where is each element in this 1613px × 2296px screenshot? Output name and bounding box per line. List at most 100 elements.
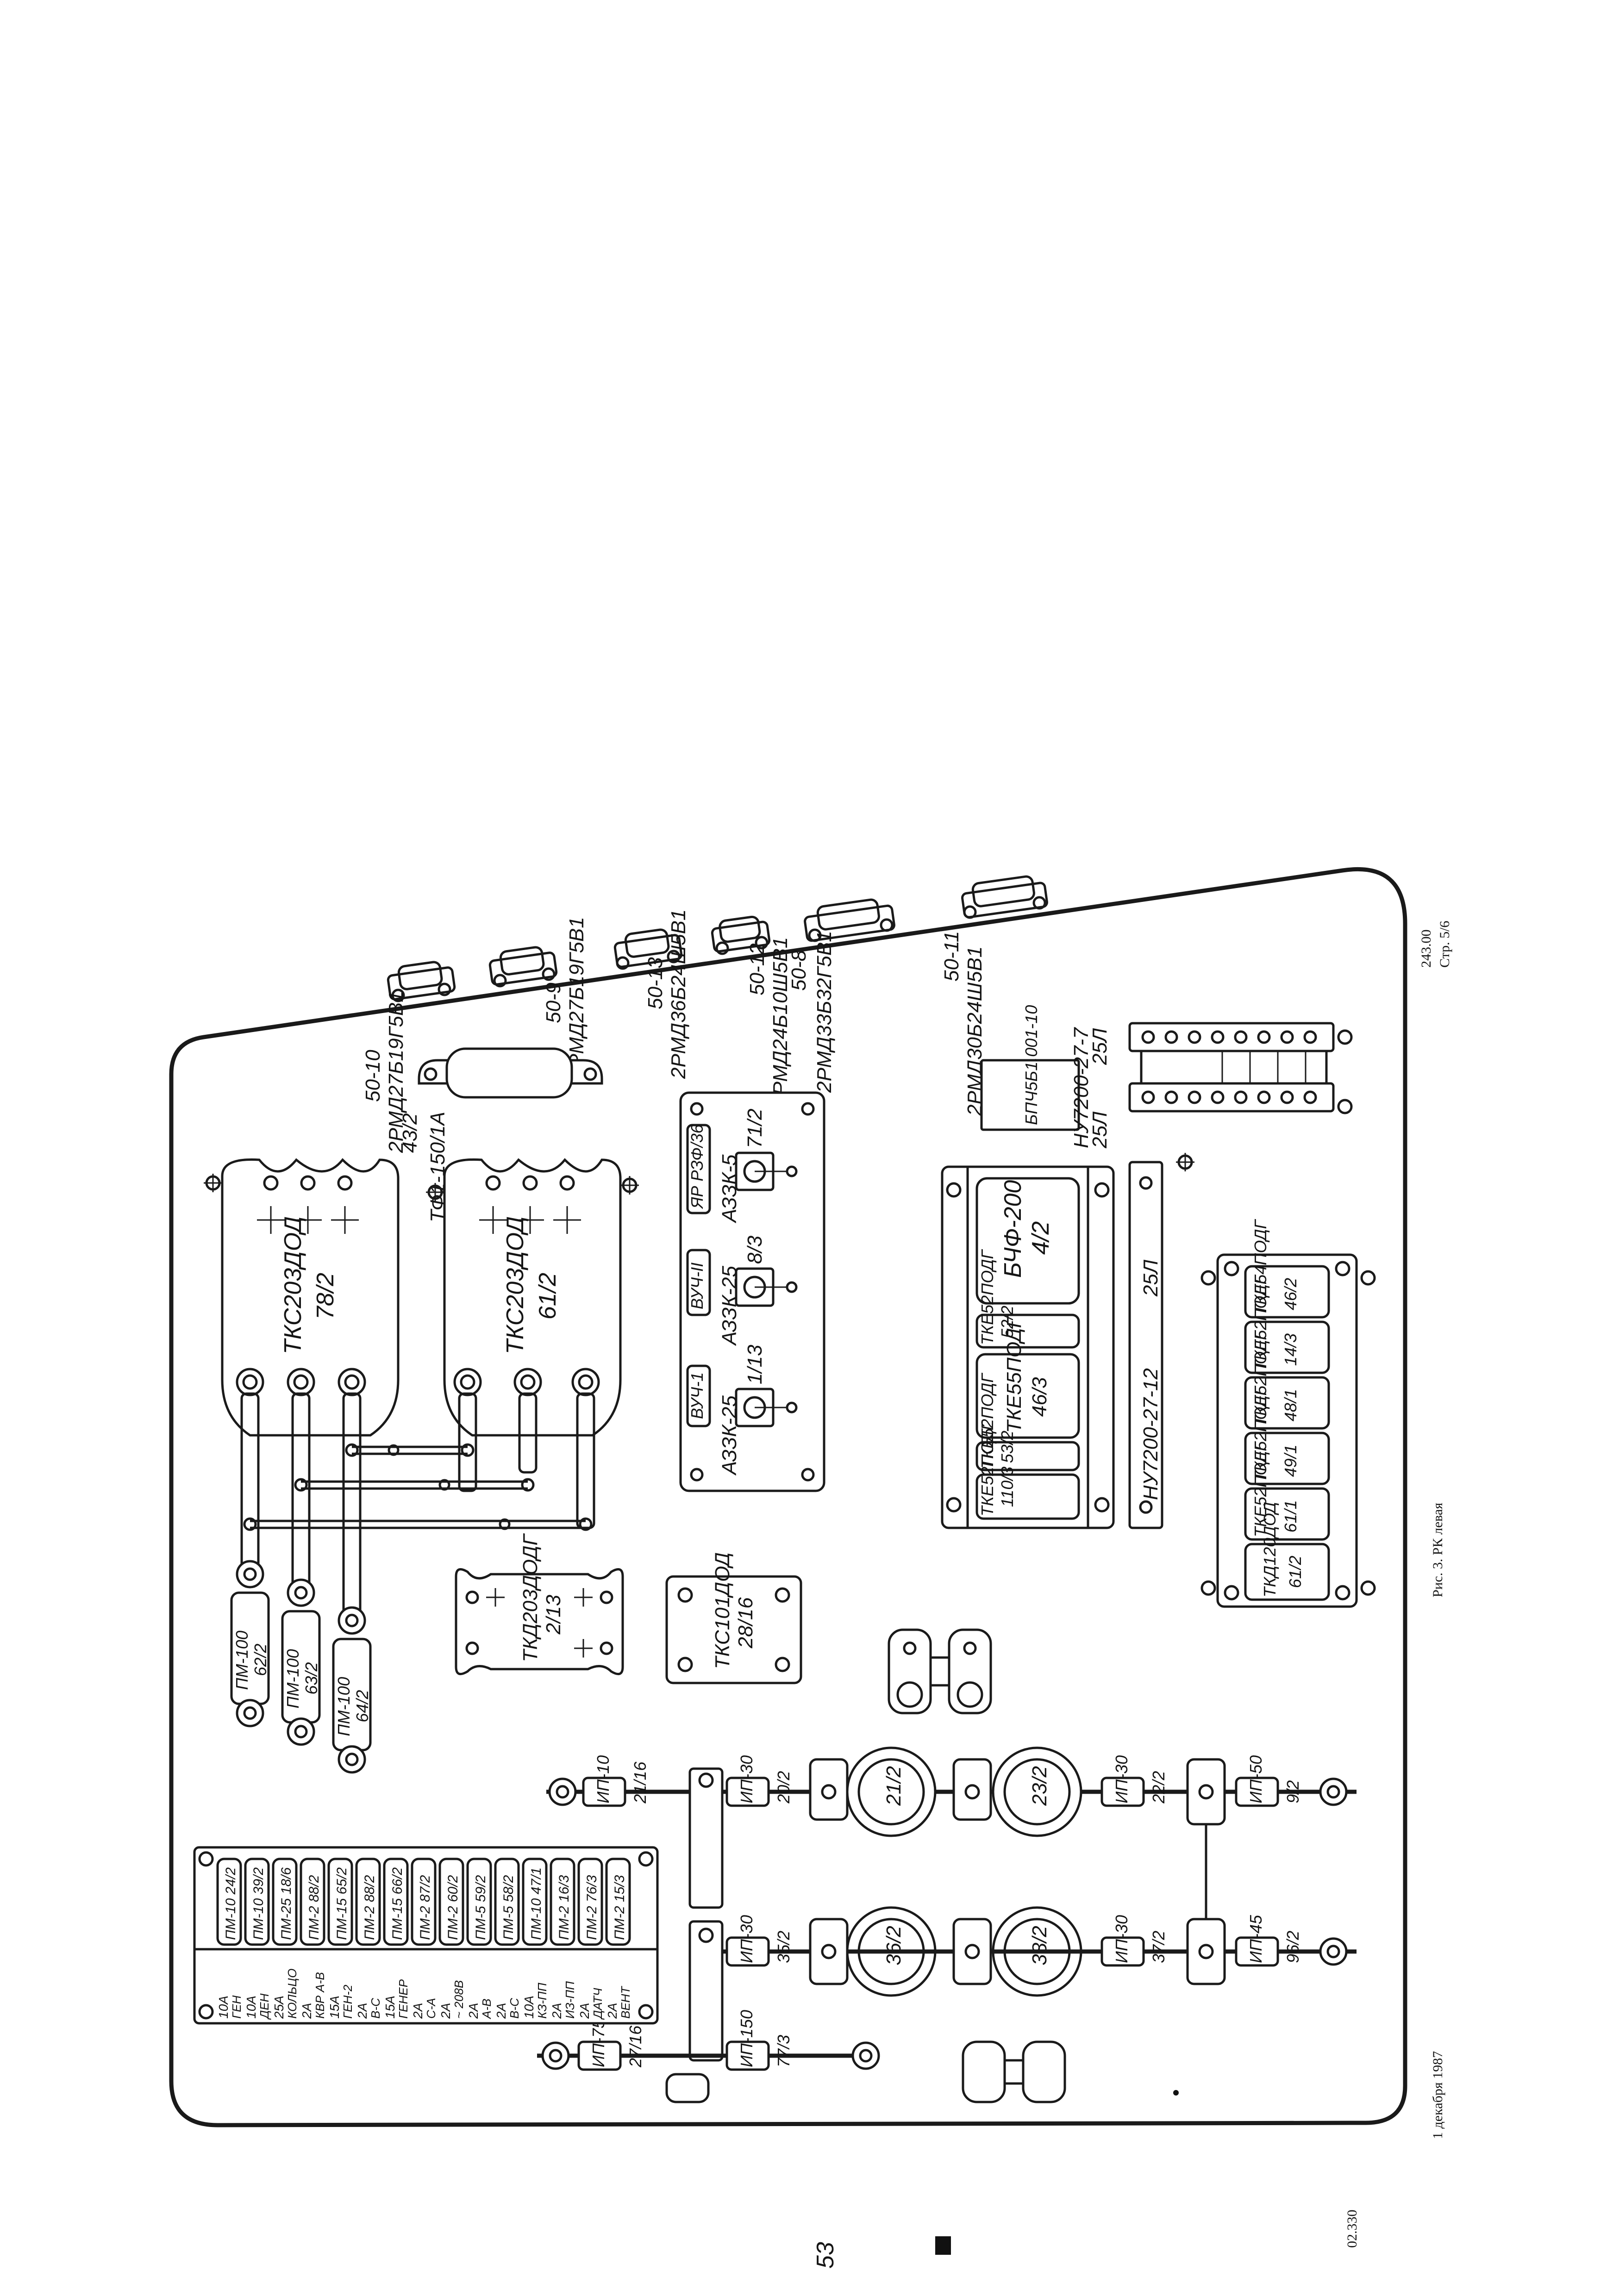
shunt-27-16-type: ИП-75 bbox=[589, 2019, 608, 2067]
fuse-cell-label: ПМ-10 39/2 bbox=[251, 1867, 266, 1940]
fuse-cell-desc: В-С bbox=[507, 1998, 521, 2019]
connector-50-10-type: 2РМД27Б19Г5В1 bbox=[385, 991, 407, 1153]
relay-48-1-ref: 48/1 bbox=[1281, 1389, 1300, 1421]
shunt-20-2-type: ИП-30 bbox=[737, 1755, 756, 1803]
shunt-22-2-type: ИП-30 bbox=[1112, 1755, 1131, 1803]
connector-50-9 bbox=[488, 946, 558, 988]
fuse-cell-label: ПМ-2 16/3 bbox=[556, 1875, 572, 1940]
connector-50-12-type: 2РМД24Б10Ш5В1 bbox=[769, 937, 792, 1107]
connector-50-13-id: 50-13 bbox=[644, 957, 667, 1009]
fuse-cell-desc: ГЕН-2 bbox=[341, 1984, 355, 2019]
relay-53-2: ТКЕ52ПОДГ 53/2 bbox=[975, 1373, 1080, 1471]
contactor-78-2-ref: 78/2 bbox=[312, 1273, 339, 1320]
shunt-bus-bottom: ИП-75 27/16 ИП-150 77/3 bbox=[537, 2010, 1066, 2103]
fuse-cell-amp: 15А bbox=[383, 1996, 397, 2019]
round-fuse-21-2: 21/2 bbox=[846, 1746, 937, 1837]
fuse-cell-label: ПМ-10 47/1 bbox=[529, 1867, 544, 1940]
fuse-cell bbox=[438, 1858, 464, 1946]
terminal-strip-27-7-type: НУ7200-27-7 bbox=[1070, 1027, 1093, 1148]
relay-14-3-type: ТКЕ52ПОДГ bbox=[1251, 1275, 1270, 1370]
breaker-71-2: ЯР РЗФ/36 АЗЗК-5 71/2 bbox=[686, 1108, 798, 1224]
relay-48-1: ТКЕ52ПОДГ 48/1 bbox=[1244, 1330, 1330, 1430]
fuses-pm100: ПМ-100 62/2 ПМ-100 63/2 ПМ-100 64/2 bbox=[230, 1560, 372, 1774]
relay-52-2: ТКЕ52ПОДГ 52/2 bbox=[975, 1249, 1080, 1349]
fuse-64-2-type: ПМ-100 bbox=[334, 1677, 353, 1736]
connector-50-10 bbox=[387, 961, 456, 1002]
contactor-61-2-ref: 61/2 bbox=[534, 1273, 561, 1320]
fuse-cell-amp: 2А bbox=[300, 2003, 314, 2019]
fuse-cell-amp: 2А bbox=[577, 2003, 592, 2019]
relay-49-1: ТКЕ52ПОДГ 49/1 bbox=[1244, 1386, 1330, 1485]
relay-block: БЧФ-200 4/2 ТКЕ52ПОДГ 52/2 ТКЕ55ПОДГ 46/… bbox=[941, 1165, 1115, 1529]
terminal-strip-27-7: НУ7200-27-7 25Л 25Л bbox=[1070, 1022, 1353, 1149]
fuse-cell-amp: 2А bbox=[466, 2003, 481, 2019]
scan-mark bbox=[935, 2236, 951, 2255]
shunt-20-2-ref: 20/2 bbox=[774, 1771, 793, 1804]
fuse-cell-desc: С-А bbox=[424, 1998, 438, 2019]
fuse-cell bbox=[355, 1858, 381, 1946]
fuse-64-2: ПМ-100 64/2 bbox=[332, 1606, 372, 1774]
fuse-cell-desc: ГЕНЕР bbox=[396, 1979, 410, 2019]
connector-50-12 bbox=[711, 915, 771, 955]
fuse-cell bbox=[577, 1858, 603, 1946]
fuse-cell bbox=[244, 1858, 270, 1946]
round-fuse-21-2-ref: 21/2 bbox=[882, 1766, 905, 1806]
top-connectors bbox=[387, 875, 1048, 1002]
breaker-1-13-ref: 1/13 bbox=[744, 1345, 766, 1384]
round-fuse-38-2-ref: 38/2 bbox=[1028, 1926, 1051, 1965]
relay-48-1-type: ТКЕ52ПОДГ bbox=[1251, 1330, 1270, 1426]
fuse-cell-label: ПМ-2 76/3 bbox=[584, 1875, 600, 1940]
connector-50-13-type: 2РМД36Б24Ш5В1 bbox=[667, 909, 690, 1079]
relay-49-1-type: ТКЕ52ПОДГ bbox=[1251, 1386, 1270, 1482]
contactor-78-2: ТКС203ДОД 78/2 bbox=[221, 1158, 400, 1437]
fuse-cell-label: ПМ-15 65/2 bbox=[334, 1867, 350, 1940]
fuse-cell bbox=[550, 1858, 575, 1946]
fuse-cell bbox=[494, 1858, 520, 1946]
connector-50-11-id: 50-11 bbox=[940, 931, 963, 982]
relay-110-3: ТКЕ52ПОДГ 110/3 bbox=[975, 1420, 1080, 1520]
fuse-cell-label: ПМ-2 88/2 bbox=[362, 1875, 377, 1940]
fuse-cell bbox=[605, 1858, 631, 1946]
shunt-35-2-ref: 35/2 bbox=[774, 1931, 793, 1963]
fuse-62-2: ПМ-100 62/2 bbox=[230, 1560, 270, 1727]
fuse-cell-desc: ~ 208В bbox=[452, 1980, 466, 2019]
connector-50-9-type: 2РМД27Б19Г5В1 bbox=[565, 917, 588, 1079]
fuse-cell-amp: 2А bbox=[605, 2003, 619, 2019]
shunt-27-16-ref: 27/16 bbox=[626, 2025, 645, 2068]
page-date: 1 декабря 1987 bbox=[1430, 2051, 1445, 2139]
breaker-1-13-type: АЗЗК-25 bbox=[718, 1395, 741, 1476]
fuse-cell bbox=[300, 1858, 325, 1946]
fuse-cell-desc: КОЛЬЦО bbox=[285, 1969, 299, 2019]
shunt-21-16-ref: 21/16 bbox=[631, 1761, 650, 1804]
connector-50-9-id: 50-9 bbox=[542, 982, 565, 1023]
fuse-cell-amp: 10А bbox=[244, 1996, 258, 2019]
contactor-78-2-type: ТКС203ДОД bbox=[280, 1216, 306, 1354]
round-fuses: 21/2 23/2 36/2 38/2 bbox=[846, 1746, 1082, 1997]
relay-52-2-type: ТКЕ52ПОДГ bbox=[978, 1249, 997, 1345]
connector-50-8-type: 2РМД33Б32Г5В1 bbox=[813, 931, 836, 1093]
breaker-1-13: ВУЧ-1 АЗЗК-25 1/13 bbox=[686, 1345, 798, 1476]
relay-53-2-type: ТКЕ52ПОДГ bbox=[978, 1373, 997, 1469]
relay-46-3: ТКЕ55ПОДГ 46/3 bbox=[975, 1315, 1080, 1439]
relay-61-2-ref: 61/2 bbox=[1286, 1556, 1305, 1588]
relay-14-3: ТКЕ52ПОДГ 14/3 bbox=[1244, 1275, 1330, 1374]
fuse-62-2-type: ПМ-100 bbox=[232, 1631, 251, 1690]
fuse-cell-amp: 25А bbox=[272, 1996, 286, 2019]
relay-61-2: ТКД120ДОД 61/2 bbox=[1244, 1502, 1330, 1601]
relay-14-3-ref: 14/3 bbox=[1281, 1333, 1300, 1366]
fuse-cell bbox=[216, 1858, 242, 1946]
shunt-bus-upper: ИП-10 21/16 ИП-30 20/2 ИП-30 22/2 ИП-50 … bbox=[546, 1755, 1357, 1909]
fuse-cell-desc: ДАТЧ bbox=[591, 1988, 605, 2020]
fuse-cell-label: ПМ-10 24/2 bbox=[223, 1867, 238, 1940]
terminal-strip-27-7-label-b: 25Л bbox=[1088, 1111, 1111, 1149]
relay-49-1-ref: 49/1 bbox=[1281, 1445, 1300, 1477]
relay-46-3-ref: 46/3 bbox=[1028, 1377, 1051, 1417]
shunt-ref: 43/2 bbox=[399, 1113, 421, 1153]
fuse-cell-desc: В-С bbox=[369, 1998, 382, 2019]
fuse-cell-amp: 2А bbox=[494, 2003, 508, 2019]
mount-screws-top bbox=[204, 1174, 639, 1201]
relay-row: ТКЕ54ПОДГ 46/2 ТКЕ52ПОДГ 14/3 ТКЕ52ПОДГ … bbox=[1200, 1219, 1376, 1608]
terminal-strip-27-12-type: НУ7200-27-12 bbox=[1139, 1368, 1162, 1500]
fuse-cell-amp: 2А bbox=[411, 2003, 425, 2019]
